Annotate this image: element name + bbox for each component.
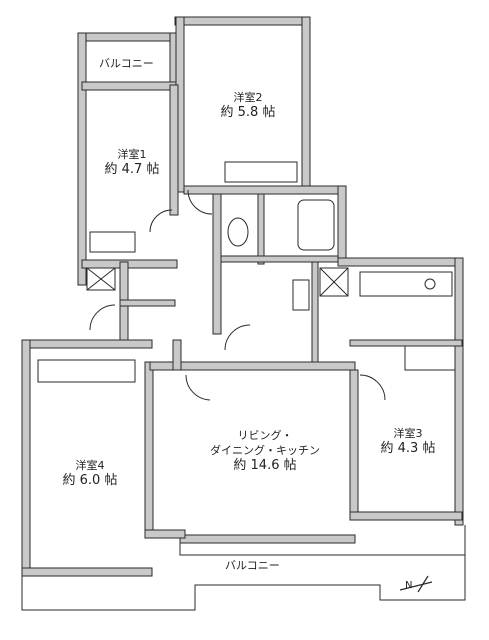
stove	[424, 278, 436, 290]
balcony-top-label: バルコニー	[99, 57, 154, 70]
wall-segment	[337, 185, 347, 267]
balcony-edge	[21, 555, 466, 611]
wall-segment	[311, 261, 319, 363]
bathtub	[297, 199, 335, 251]
closet-room4	[37, 359, 136, 383]
kitchen-counter	[359, 271, 453, 297]
wall-segment	[169, 84, 179, 216]
balcony-outline	[21, 525, 466, 611]
balcony-bottom-label: バルコニー	[225, 559, 280, 572]
room-area: 約 4.3 帖	[380, 441, 436, 456]
wall-segment	[119, 299, 176, 307]
doors	[89, 189, 386, 401]
refrigerator-mark	[319, 267, 349, 297]
wall-segment	[149, 361, 356, 371]
door-swing	[185, 374, 211, 401]
wall-segment	[257, 193, 265, 265]
window-closet	[89, 231, 136, 253]
door-swing	[149, 209, 173, 233]
wall-segment	[454, 257, 464, 344]
wall-segment	[81, 259, 178, 269]
toilet	[227, 217, 249, 247]
windows	[37, 161, 456, 383]
room-ldk: リビング・ ダイニング・キッチン 約 14.6 帖	[200, 428, 330, 473]
wall-segment	[21, 339, 153, 349]
room-name-line1: リビング・	[237, 429, 293, 442]
washbasin	[292, 279, 310, 311]
room-western1: 洋室1 約 4.7 帖	[92, 147, 172, 177]
wall-segment	[349, 339, 463, 347]
storage-mark-line	[86, 267, 116, 291]
door-swing	[224, 324, 251, 351]
room-name: 洋室1	[117, 148, 147, 161]
room-name: 洋室3	[393, 427, 423, 440]
wall-segment	[337, 257, 464, 267]
balcony-rail	[179, 525, 466, 556]
wall-segment	[21, 567, 153, 577]
wall-segment	[179, 534, 356, 544]
wall-segment	[454, 339, 464, 526]
fixtures	[86, 199, 453, 311]
wall-segment	[301, 16, 311, 188]
wall-segment	[81, 81, 178, 91]
wall-segment	[21, 339, 31, 576]
room-area: 約 4.7 帖	[104, 162, 160, 177]
room-area: 約 6.0 帖	[62, 473, 118, 488]
wall-segment	[212, 193, 222, 335]
wall-segment	[144, 361, 154, 538]
closet-room3	[404, 345, 456, 371]
room-western3: 洋室3 約 4.3 帖	[368, 426, 448, 456]
wall-segment	[77, 32, 87, 286]
room-name-line2: ダイニング・キッチン	[210, 444, 320, 457]
wall-segment	[220, 255, 339, 263]
wall-segment	[349, 369, 359, 521]
room-name: 洋室4	[75, 459, 105, 472]
room-area: 約 5.8 帖	[220, 105, 276, 120]
room-western2: 洋室2 約 5.8 帖	[208, 90, 288, 120]
room-area: 約 14.6 帖	[233, 458, 297, 473]
wall-segment	[349, 511, 463, 521]
compass-label: N	[405, 580, 413, 591]
door-swing	[89, 304, 116, 331]
wall-segment	[77, 32, 179, 42]
door-swing	[187, 189, 213, 215]
door-swing	[359, 374, 386, 401]
wall-segment	[174, 16, 311, 26]
wall-segment	[172, 339, 182, 371]
compass-icon	[399, 575, 433, 593]
room-name: 洋室2	[233, 91, 263, 104]
wall-segment	[144, 529, 186, 539]
window-closet	[224, 161, 298, 183]
walls	[21, 16, 464, 577]
wall-segment	[183, 185, 345, 195]
room-western4: 洋室4 約 6.0 帖	[50, 458, 130, 488]
